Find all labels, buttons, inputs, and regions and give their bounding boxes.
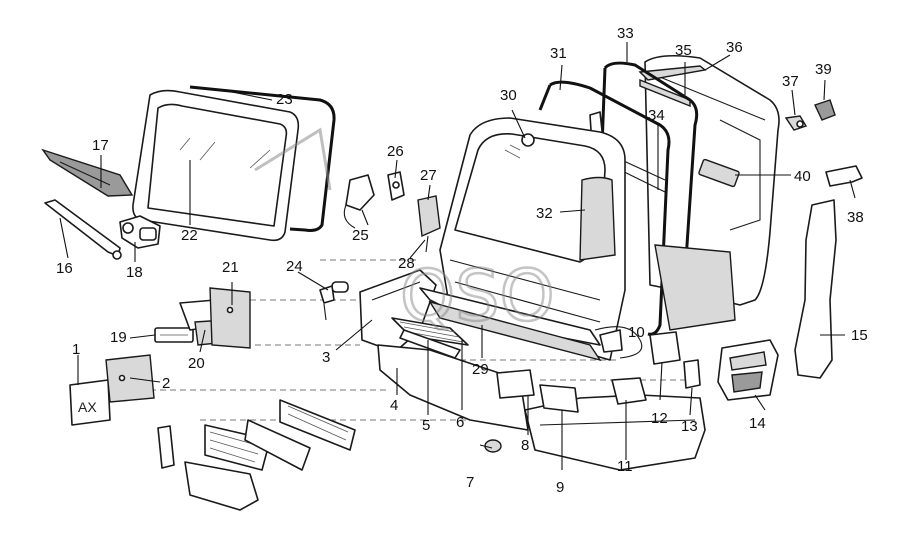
- part-29-sill-plate: [419, 287, 602, 362]
- callout-23: 23: [276, 91, 293, 108]
- part-21-bracket-plate: [209, 287, 251, 349]
- callout-18: 18: [126, 264, 143, 281]
- callout-38: 38: [847, 209, 864, 226]
- part-9-bracket: [539, 384, 579, 413]
- callout-10: 10: [628, 324, 645, 341]
- part-16-wiper-arm: [44, 199, 122, 260]
- part-31-weatherstrip: [538, 80, 671, 336]
- leader-lines: [59, 42, 856, 470]
- callout-8: 8: [521, 437, 529, 454]
- callout-25: 25: [352, 227, 369, 244]
- watermark: QSO: [254, 127, 556, 338]
- part-9-bumper: [524, 394, 706, 471]
- callout-21: 21: [222, 259, 239, 276]
- part-step-left-5: [157, 425, 175, 469]
- callout-24: 24: [286, 258, 303, 275]
- callout-16: 16: [56, 260, 73, 277]
- callout-1: 1: [72, 341, 80, 358]
- callout-14: 14: [749, 415, 766, 432]
- callout-37: 37: [782, 73, 799, 90]
- part-22-glass-panel: [132, 89, 300, 242]
- part-6-rail: [399, 329, 461, 359]
- callout-36: 36: [726, 39, 743, 56]
- part-1-license-plate: AX: [69, 379, 111, 426]
- callout-32: 32: [536, 205, 553, 222]
- part-7-grommet: [484, 439, 502, 453]
- callout-33: 33: [617, 25, 634, 42]
- part-36-outer-panel: [644, 54, 780, 306]
- callout-4: 4: [390, 397, 398, 414]
- part-lower-liner: [654, 244, 736, 331]
- callout-28: 28: [398, 255, 415, 272]
- callout-34: 34: [648, 107, 665, 124]
- plate-text: AX: [78, 399, 97, 415]
- part-30-tailgate-door: [439, 117, 626, 361]
- part-12-hinge: [649, 331, 681, 365]
- part-15-pillar-trim: [794, 199, 837, 379]
- part-35-top-seal: [638, 65, 707, 108]
- callout-12: 12: [651, 410, 668, 427]
- callout-35: 35: [675, 42, 692, 59]
- callout-26: 26: [387, 143, 404, 160]
- part-step-left-4: [279, 399, 356, 451]
- part-18-wiper-motor: [119, 215, 161, 249]
- callout-9: 9: [556, 479, 564, 496]
- callout-29: 29: [472, 361, 489, 378]
- part-26-latch-bracket: [387, 171, 405, 201]
- part-38-bracket: [825, 165, 863, 187]
- part-25-latch: [343, 174, 375, 229]
- part-13-hinge-pin: [683, 359, 701, 389]
- watermark-text: QSO: [400, 255, 555, 337]
- callout-20: 20: [188, 355, 205, 372]
- part-14-tail-lamp: [717, 339, 779, 401]
- callout-30: 30: [500, 87, 517, 104]
- callout-22: 22: [181, 227, 198, 244]
- part-step-left-3: [244, 419, 311, 471]
- part-37-clip: [784, 115, 808, 131]
- callout-31: 31: [550, 45, 567, 62]
- callout-2: 2: [162, 375, 170, 392]
- callout-17: 17: [92, 137, 109, 154]
- part-24-key-cylinder: [319, 281, 349, 321]
- callout-39: 39: [815, 61, 832, 78]
- part-40-handle-garnish: [698, 158, 740, 188]
- part-10-cable: [594, 326, 643, 359]
- callout-5: 5: [422, 417, 430, 434]
- part-27-lock-actuator: [417, 195, 441, 253]
- part-step-left-1: [184, 461, 259, 511]
- part-32-glass: [579, 176, 616, 261]
- part-11-bracket: [611, 377, 647, 405]
- callouts: 1 2 3 4 5 6 7 8 9 10 11 12 13 14 15 16 1…: [56, 25, 868, 496]
- part-8-bracket: [496, 369, 535, 399]
- callout-6: 6: [456, 414, 464, 431]
- part-39-clip: [814, 99, 836, 121]
- callout-19: 19: [110, 329, 127, 346]
- callout-11: 11: [617, 458, 633, 475]
- callout-13: 13: [681, 418, 698, 435]
- callout-3: 3: [322, 349, 330, 366]
- part-19-emblem: [154, 327, 194, 343]
- callout-15: 15: [851, 327, 868, 344]
- callout-7: 7: [466, 474, 474, 491]
- callout-27: 27: [420, 167, 437, 184]
- callout-40: 40: [794, 168, 811, 185]
- part-17-plate: [41, 148, 134, 197]
